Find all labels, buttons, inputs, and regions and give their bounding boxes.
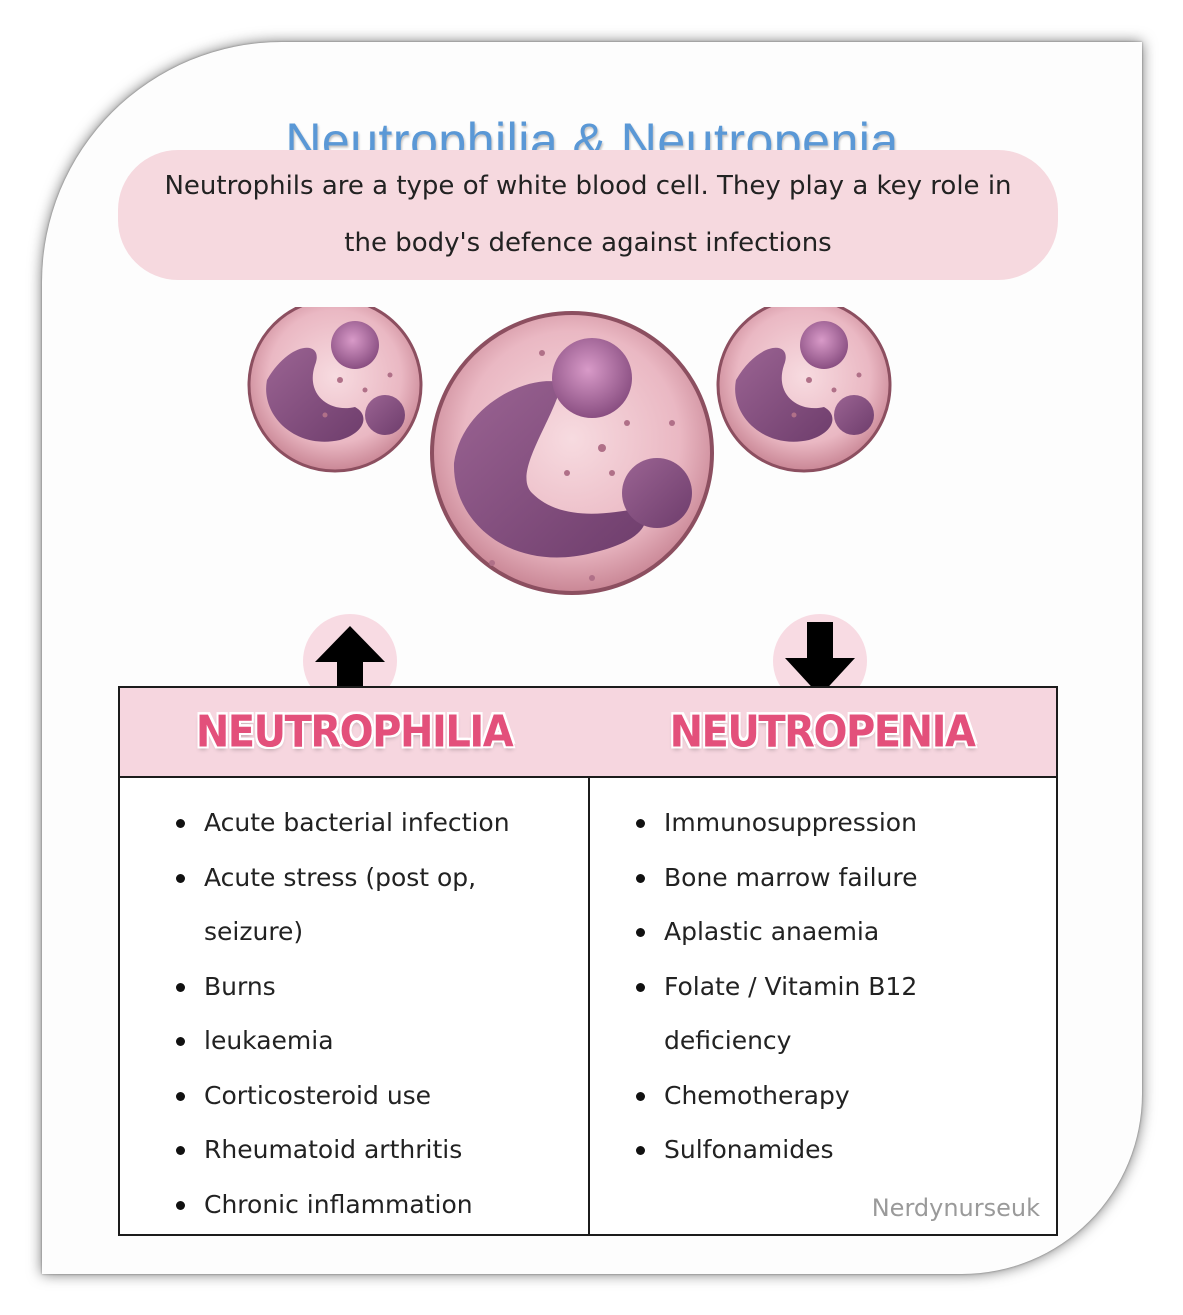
intro-banner: Neutrophils are a type of white blood ce… — [118, 150, 1058, 280]
list-item: Burns — [120, 960, 588, 1015]
neutropenia-causes-list: Immunosuppression Bone marrow failure Ap… — [588, 778, 1056, 1178]
list-item: Immunosuppression — [588, 796, 1056, 851]
neutrophil-cell-icon — [247, 307, 423, 473]
neutropenia-column: NEUTROPENIA Immunosuppression Bone marro… — [588, 688, 1056, 1234]
list-item: Bone marrow failure — [588, 851, 1056, 906]
neutrophilia-heading: NEUTROPHILIA — [195, 706, 514, 758]
list-item: leukaemia — [120, 1014, 588, 1069]
neutrophilia-causes-list: Acute bacterial infection Acute stress (… — [120, 778, 588, 1232]
arrow-down-icon — [785, 622, 855, 696]
intro-text: Neutrophils are a type of white blood ce… — [164, 171, 1012, 258]
list-item: Chronic inflammation — [120, 1178, 588, 1233]
credit-watermark: Nerdynurseuk — [871, 1194, 1040, 1222]
list-item: Acute bacterial infection — [120, 796, 588, 851]
infographic-card: Neutrophilia & Neutropenia Neutrophils a… — [42, 42, 1142, 1274]
list-item: Sulfonamides — [588, 1123, 1056, 1178]
neutropenia-heading: NEUTROPENIA — [669, 706, 976, 758]
list-item: Aplastic anaemia — [588, 905, 1056, 960]
list-item: Folate / Vitamin B12 deficiency — [588, 960, 954, 1069]
neutrophil-cell-icon — [430, 311, 714, 595]
list-item: Rheumatoid arthritis — [120, 1123, 588, 1178]
neutrophilia-column: NEUTROPHILIA Acute bacterial infection A… — [120, 688, 590, 1234]
arrow-up-icon — [315, 626, 385, 696]
list-item: Chemotherapy — [588, 1069, 1056, 1124]
neutrophil-illustration — [247, 307, 892, 595]
list-item: Corticosteroid use — [120, 1069, 588, 1124]
neutropenia-header: NEUTROPENIA — [588, 688, 1056, 778]
list-item: Acute stress (post op, seizure) — [120, 851, 504, 960]
neutrophil-cell-icon — [716, 307, 892, 473]
comparison-table: NEUTROPHILIA Acute bacterial infection A… — [118, 686, 1058, 1236]
neutrophilia-header: NEUTROPHILIA — [120, 688, 588, 778]
